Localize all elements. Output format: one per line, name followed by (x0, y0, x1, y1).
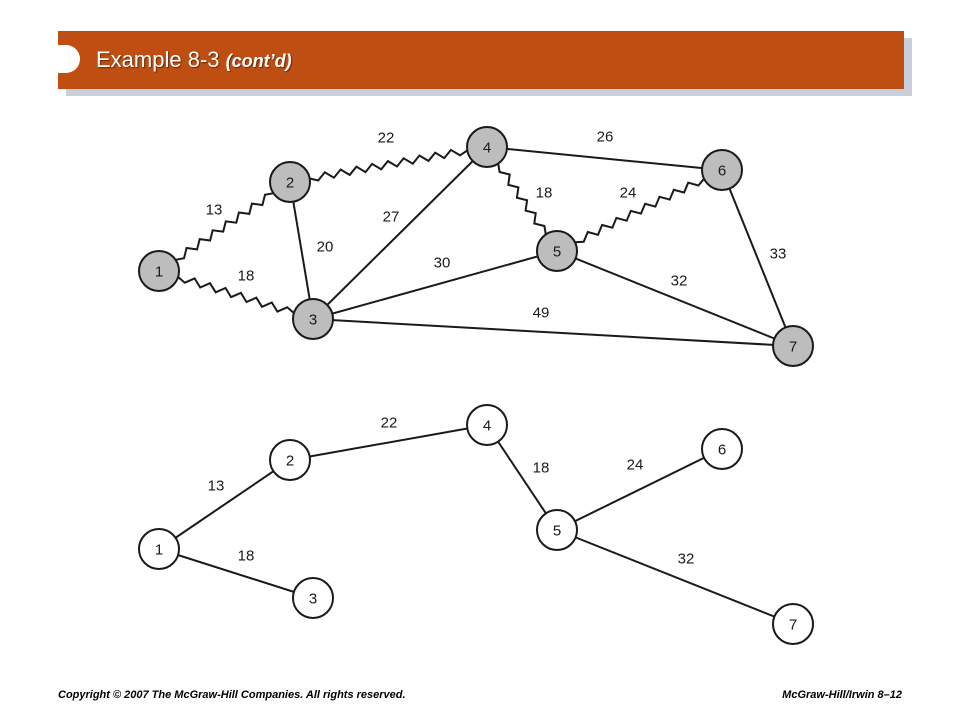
tree-edge-2-4 (289, 424, 488, 461)
network-edge-weight-4-6: 26 (597, 129, 614, 146)
network-node-label-7: 7 (789, 339, 797, 356)
slide-title-sub: (cont’d) (225, 51, 292, 71)
network-edge-2-4 (309, 148, 468, 182)
tree-node-label-2: 2 (286, 453, 294, 470)
network-node-label-5: 5 (553, 244, 561, 261)
tree-node-label-4: 4 (483, 418, 491, 435)
tree-edge-weight-1-3: 18 (238, 548, 255, 565)
copyright-footer: Copyright © 2007 The McGraw-Hill Compani… (58, 689, 406, 701)
network-edge-1-3 (177, 276, 295, 314)
network-node-label-6: 6 (718, 163, 726, 180)
network-edge-4-6 (486, 146, 723, 171)
tree-node-label-3: 3 (309, 591, 317, 608)
network-node-label-1: 1 (155, 264, 163, 281)
network-edge-weight-3-5: 30 (434, 255, 451, 272)
network-edge-3-5 (312, 250, 558, 320)
network-node-label-3: 3 (309, 312, 317, 329)
tree-edge-weight-5-7: 32 (678, 551, 695, 568)
network-node-4 (466, 126, 508, 168)
tree-node-2 (269, 439, 311, 481)
tree-node-label-5: 5 (553, 523, 561, 540)
network-node-1 (138, 250, 180, 292)
network-node-label-2: 2 (286, 175, 294, 192)
network-edge-weight-2-4: 22 (378, 130, 395, 147)
tree-node-5 (536, 509, 578, 551)
slide-title-main: Example 8-3 (96, 47, 220, 72)
minimal-spanning-tree: 13 18 22 18 24 32 1 2 3 4 5 6 7 (138, 404, 814, 645)
network-edge-5-7 (556, 250, 794, 347)
page-reference-footer: McGraw-Hill/Irwin 8–12 (782, 689, 902, 701)
network-edge-3-4 (312, 146, 488, 320)
network-edge-4-5 (497, 163, 547, 235)
tree-node-label-7: 7 (789, 617, 797, 634)
network-edge-1-2 (175, 192, 274, 261)
network-edge-weight-6-7: 33 (770, 246, 787, 263)
tree-node-7 (772, 603, 814, 645)
network-node-3 (292, 298, 334, 340)
network-edge-5-6 (574, 178, 705, 244)
network-node-5 (536, 230, 578, 272)
tree-edge-4-5 (486, 424, 558, 531)
tree-edge-weight-4-5: 18 (533, 460, 550, 477)
slide-title: Example 8-3 (cont’d) (96, 47, 292, 73)
tree-edge-5-6 (556, 448, 723, 531)
network-node-7 (772, 325, 814, 367)
network-edge-weight-5-7: 32 (671, 273, 688, 290)
network-edge-3-7 (312, 318, 794, 347)
tree-node-label-1: 1 (155, 542, 163, 559)
tree-node-label-6: 6 (718, 442, 726, 459)
tree-node-1 (138, 528, 180, 570)
tree-edge-weight-1-2: 13 (208, 478, 225, 495)
network-edge-weight-5-6: 24 (620, 185, 637, 202)
tree-edge-1-3 (158, 548, 314, 599)
network-node-label-4: 4 (483, 140, 491, 157)
network-edge-weight-1-3: 18 (238, 268, 255, 285)
network-edge-weight-4-5: 18 (536, 185, 553, 202)
tree-edge-1-2 (158, 459, 291, 550)
tree-node-6 (701, 428, 743, 470)
network-node-6 (701, 149, 743, 191)
tree-edge-5-7 (556, 529, 794, 625)
full-network-graph: 13 18 22 20 27 30 49 26 18 24 32 33 1 2 3 4 5 6 7 (138, 126, 814, 367)
tree-edge-weight-2-4: 22 (381, 415, 398, 432)
network-edge-weight-2-3: 20 (317, 239, 334, 256)
tree-edge-weight-5-6: 24 (627, 457, 644, 474)
network-edge-weight-3-7: 49 (533, 305, 550, 322)
network-edge-2-3 (289, 181, 314, 320)
network-edge-weight-3-4: 27 (383, 209, 400, 226)
tree-node-4 (466, 404, 508, 446)
network-edge-weight-1-2: 13 (206, 202, 223, 219)
title-bar-notch (58, 45, 80, 73)
network-edge-6-7 (721, 169, 794, 347)
title-bar (58, 31, 904, 89)
tree-node-3 (292, 577, 334, 619)
network-node-2 (269, 161, 311, 203)
